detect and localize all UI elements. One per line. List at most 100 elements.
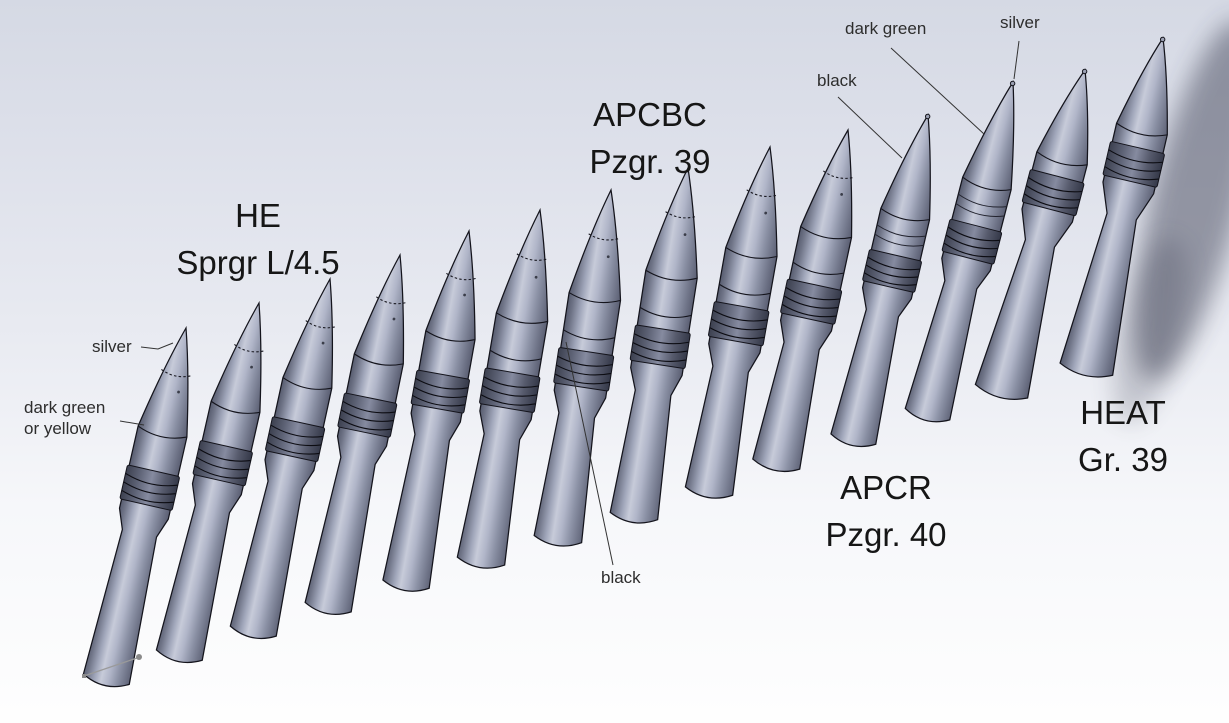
- nose-junction-line: [354, 353, 404, 366]
- nose-junction-line: [563, 329, 615, 341]
- nose-junction-line: [880, 207, 930, 222]
- nose-junction-line: [496, 312, 548, 324]
- driving-band-rib: [194, 465, 248, 479]
- fuze-ring-line: [446, 272, 476, 281]
- nose-nub: [1009, 80, 1016, 87]
- nose-junction-line: [1036, 151, 1088, 167]
- shell-he-3: [304, 252, 406, 615]
- driving-band-rib: [781, 303, 837, 318]
- driving-band-rib: [867, 256, 921, 271]
- shell-body: [304, 252, 405, 615]
- leader-black-top: [837, 96, 903, 159]
- fuze-ring-line: [665, 211, 697, 219]
- fuze-ring-line: [588, 233, 620, 241]
- driving-band-rib: [865, 264, 919, 278]
- body-ring-line: [874, 233, 924, 247]
- driving-band-rib: [339, 417, 392, 431]
- fuze-pin-dot: [764, 211, 768, 215]
- shell-heat-13: [1059, 36, 1168, 378]
- body-ring-line: [955, 203, 1005, 217]
- label-heat-type: HEAT: [1080, 394, 1166, 431]
- driving-band-rib: [631, 350, 687, 362]
- leader-silver-top: [1013, 40, 1020, 80]
- driving-bands: [708, 301, 770, 347]
- nose-junction-line: [137, 425, 187, 439]
- nose-junction-line: [568, 292, 621, 304]
- body-ring-line: [876, 224, 926, 238]
- leader-black-bottom: [565, 341, 614, 566]
- shell-he-4: [382, 228, 476, 592]
- body-ring-line: [958, 193, 1007, 208]
- label-he-designation: Sprgr L/4.5: [176, 244, 340, 281]
- shell-apcbc-6: [533, 187, 622, 547]
- label-apcr-group: APCR Pzgr. 40: [825, 464, 946, 558]
- shell-he-1: [155, 300, 264, 664]
- driving-band-rib: [633, 333, 690, 345]
- callout-black-bottom: black: [601, 568, 641, 587]
- nose-junction-line: [210, 400, 260, 414]
- fuze-ring-line: [376, 296, 406, 305]
- driving-band-rib: [557, 355, 613, 367]
- fuze-pin-dot: [463, 293, 466, 297]
- driving-bands: [337, 392, 398, 438]
- callout-dark-green-or-yellow-line2: or yellow: [24, 419, 92, 438]
- driving-bands: [192, 440, 253, 487]
- cast-shadow-layer: [1112, 20, 1229, 423]
- driving-bands: [780, 278, 843, 325]
- shell-body: [974, 68, 1089, 400]
- nose-nub: [1081, 68, 1088, 75]
- callout-silver-top: silver: [1000, 13, 1040, 32]
- driving-band-rib: [1025, 185, 1081, 201]
- shell-apcbc-8: [684, 144, 778, 499]
- nose-junction-line: [718, 283, 771, 296]
- label-apcbc-group: APCBC Pzgr. 39: [589, 91, 710, 185]
- driving-band-rib: [482, 385, 538, 397]
- origin-marker-square: [82, 674, 86, 678]
- nose-nub: [1159, 36, 1166, 43]
- fuze-ring-line: [161, 368, 191, 378]
- fuze-ring-line: [234, 344, 264, 353]
- nose-junction-line: [792, 261, 844, 275]
- label-apcr-type: APCR: [840, 469, 932, 506]
- driving-band-rib: [785, 286, 841, 301]
- driving-band-rib: [712, 309, 768, 322]
- driving-band-rib: [711, 318, 767, 331]
- shell-apcr-10: [830, 113, 931, 448]
- shell-apcr-11: [904, 79, 1016, 423]
- origin-marker-dot: [136, 654, 142, 660]
- driving-band-rib: [415, 377, 469, 390]
- driving-band-rib: [1023, 193, 1078, 209]
- shell-body: [82, 325, 189, 688]
- fuze-ring-line: [823, 170, 854, 179]
- driving-band-rib: [123, 481, 176, 495]
- fuze-ring-line: [305, 320, 335, 329]
- nose-junction-line: [725, 246, 778, 259]
- label-apcbc-designation: Pzgr. 39: [589, 143, 711, 180]
- shell-body: [382, 228, 476, 592]
- driving-band-rib: [266, 441, 320, 455]
- driving-band-rib: [1104, 166, 1159, 181]
- shell-apcbc-5: [456, 207, 549, 569]
- callout-dark-green-or-yellow: dark green or yellow: [24, 397, 105, 439]
- nose-junction-line: [282, 377, 332, 390]
- shell-body: [155, 300, 262, 664]
- callout-black-top: black: [817, 71, 857, 90]
- annotation-lines-layer: [82, 40, 1020, 678]
- driving-band-rib: [1028, 177, 1083, 193]
- label-heat-designation: Gr. 39: [1078, 441, 1168, 478]
- fuze-pin-dot: [321, 341, 325, 345]
- label-heat-group: HEAT Gr. 39: [1078, 389, 1168, 483]
- nose-nub: [924, 113, 931, 120]
- cast-shadow: [1112, 237, 1188, 423]
- shell-he-0: [82, 325, 191, 688]
- label-he-group: HE Sprgr L/4.5: [176, 192, 339, 286]
- origin-marker-line: [83, 657, 138, 677]
- driving-band-rib: [413, 386, 467, 399]
- driving-bands: [1102, 141, 1165, 188]
- driving-band-rib: [863, 272, 917, 286]
- driving-band-rib: [555, 364, 612, 376]
- driving-band-rib: [947, 226, 1000, 242]
- driving-band-rib: [125, 472, 178, 487]
- nose-junction-line: [425, 330, 476, 342]
